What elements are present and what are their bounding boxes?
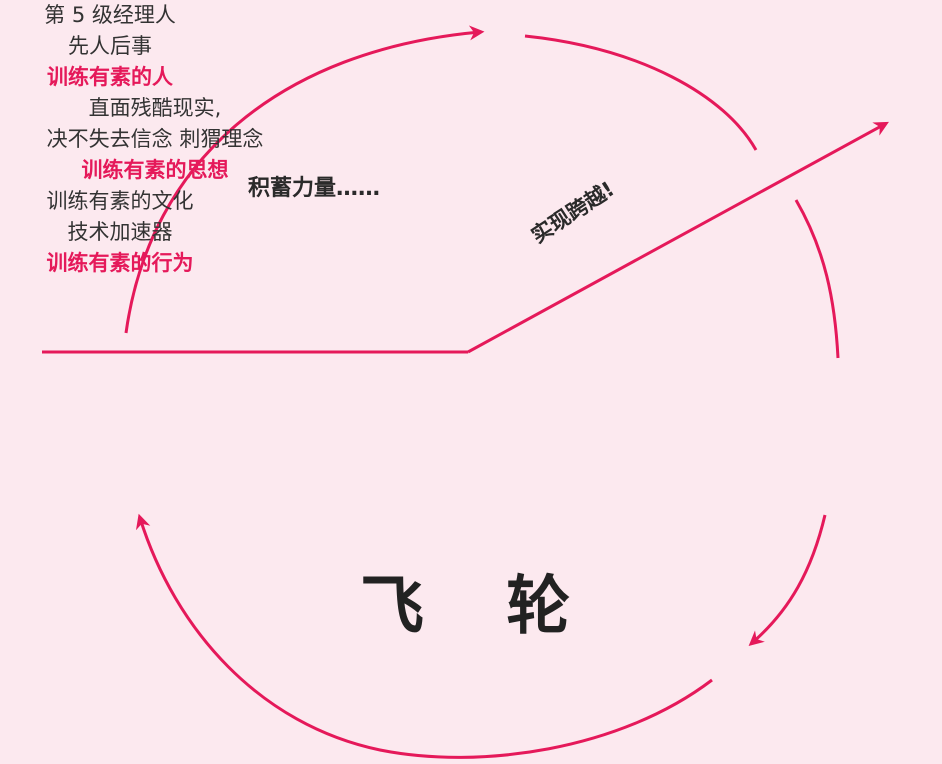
breakthrough-arrow — [467, 121, 889, 354]
middle-line-1: 直面残酷现实, — [88, 96, 222, 120]
cycle-arc-lower-right — [748, 514, 827, 646]
cycle-arc-accumulate — [124, 25, 485, 334]
right-emphasis: 训练有素的行为 — [46, 251, 194, 275]
accumulate-label: 积蓄力量…… — [248, 176, 381, 201]
middle-line-2: 决不失去信念 刺猬理念 — [46, 127, 264, 151]
middle-column: 直面残酷现实, 决不失去信念 刺猬理念 训练有素的思想 — [0, 93, 310, 186]
right-line-2: 技术加速器 — [67, 220, 173, 244]
cycle-arc-bottom — [135, 513, 713, 759]
left-line-1: 第 5 级经理人 — [44, 3, 176, 27]
right-line-1: 训练有素的文化 — [46, 189, 194, 213]
left-emphasis: 训练有素的人 — [47, 65, 173, 89]
right-column: 训练有素的文化 技术加速器 训练有素的行为 — [0, 186, 240, 279]
left-line-2: 先人后事 — [68, 34, 152, 58]
flywheel-title: 飞 轮 — [360, 570, 601, 644]
left-column: 第 5 级经理人 先人后事 训练有素的人 — [0, 0, 220, 93]
middle-emphasis: 训练有素的思想 — [81, 158, 229, 182]
cycle-arc-right — [794, 199, 840, 359]
cycle-arc-upper-right — [524, 34, 758, 151]
